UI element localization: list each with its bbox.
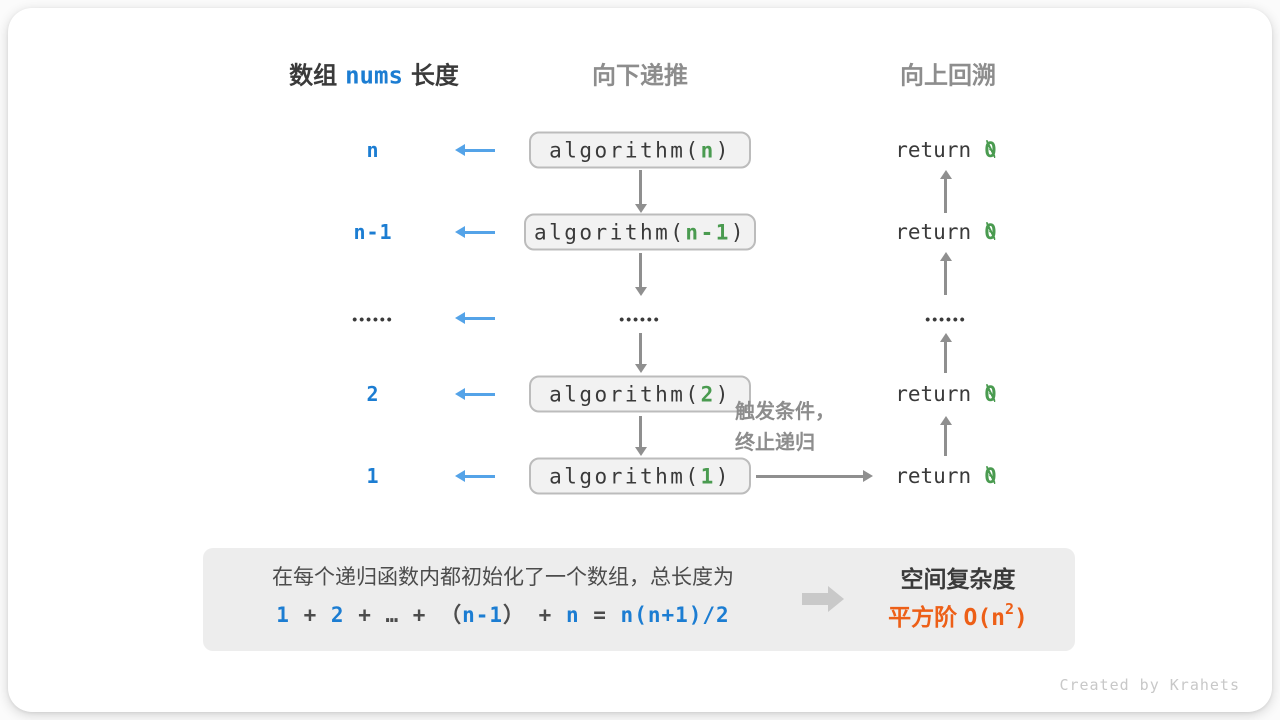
up-arrow-icon bbox=[939, 416, 952, 456]
ellipsis-dots: •••••• bbox=[619, 311, 661, 327]
ellipsis-dots: •••••• bbox=[352, 311, 394, 327]
formula-result: n(n+1)/2 bbox=[620, 603, 730, 627]
return-value: 0 bbox=[984, 220, 997, 244]
fn-param: 2 bbox=[700, 382, 716, 406]
fn-close: ) bbox=[730, 220, 747, 244]
formula-paren: ） bbox=[503, 603, 526, 627]
complexity-value: 平方阶 O(n2) bbox=[808, 598, 1108, 632]
fn-param: n bbox=[700, 138, 716, 162]
left-arrow-icon bbox=[455, 388, 495, 400]
left-arrow-icon bbox=[455, 144, 495, 156]
summary-panel: 在每个递归函数内都初始化了一个数组，总长度为 1 + 2 + … + （n-1）… bbox=[203, 548, 1075, 651]
down-arrow-icon bbox=[634, 416, 647, 456]
down-arrow-icon bbox=[634, 170, 647, 213]
return-value: 0 bbox=[984, 138, 997, 162]
header-recurse-down: 向下递推 bbox=[592, 62, 688, 90]
trigger-note-line1: 触发条件， bbox=[735, 401, 835, 423]
big-o-close: ) bbox=[1014, 605, 1028, 631]
trigger-note: 触发条件， 终止递归 bbox=[735, 397, 835, 459]
ellipsis-dots: •••••• bbox=[925, 311, 967, 327]
credit-label: Created by Krahets bbox=[1059, 676, 1240, 694]
fn-close: ) bbox=[715, 138, 731, 162]
header-backtrack-up: 向上回溯 bbox=[900, 62, 996, 90]
fn-close: ) bbox=[715, 382, 731, 406]
complexity-title: 空间复杂度 bbox=[900, 566, 1016, 592]
formula-op: + bbox=[525, 603, 566, 627]
formula-op: = bbox=[579, 603, 621, 627]
left-arrow-icon bbox=[455, 226, 495, 238]
nums-code-label: nums bbox=[345, 61, 403, 90]
return-statement: return 0 bbox=[895, 138, 997, 162]
left-arrow-icon bbox=[455, 312, 495, 324]
left-arrow-icon bbox=[455, 470, 495, 482]
formula-op: + bbox=[289, 603, 331, 627]
fn-open: algorithm( bbox=[549, 382, 701, 406]
header-array-suffix: 长度 bbox=[410, 62, 459, 90]
fn-param: n-1 bbox=[685, 220, 731, 244]
summary-formula: 1 + 2 + … + （n-1） + n = n(n+1)/2 bbox=[213, 599, 793, 629]
terminate-arrow-icon bbox=[756, 470, 873, 482]
up-arrow-icon bbox=[939, 170, 952, 213]
return-value: 0 bbox=[984, 382, 997, 406]
formula-ellipsis: … bbox=[385, 603, 400, 627]
formula-term: 1 bbox=[276, 603, 290, 627]
complexity-order: 平方阶 bbox=[888, 604, 964, 630]
big-o-exponent: 2 bbox=[1005, 600, 1015, 619]
formula-term: n bbox=[565, 603, 580, 627]
complexity-big-o: O(n2) bbox=[963, 600, 1028, 631]
block-arrow-icon bbox=[802, 586, 844, 612]
return-statement: return 0 bbox=[895, 382, 997, 406]
return-keyword: return bbox=[895, 138, 972, 162]
summary-text: 在每个递归函数内都初始化了一个数组，总长度为 bbox=[272, 566, 734, 589]
return-keyword: return bbox=[895, 220, 972, 244]
fn-open: algorithm( bbox=[549, 138, 701, 162]
formula-op: + bbox=[344, 603, 386, 627]
return-keyword: return bbox=[895, 464, 972, 488]
formula-paren: （ bbox=[440, 603, 463, 627]
header-array-prefix: 数组 bbox=[289, 62, 338, 90]
call-box-n: algorithm(n) bbox=[529, 131, 751, 169]
call-box-2: algorithm(2) bbox=[529, 375, 751, 413]
formula-term: n-1 bbox=[462, 603, 504, 627]
return-statement: return 0 bbox=[895, 220, 997, 244]
length-label-1: 1 bbox=[366, 464, 380, 488]
formula-term: 2 bbox=[330, 603, 345, 627]
call-box-1: algorithm(1) bbox=[529, 457, 751, 495]
formula-op: + bbox=[399, 603, 441, 627]
fn-open: algorithm( bbox=[533, 220, 686, 244]
return-value: 0 bbox=[984, 464, 997, 488]
up-arrow-icon bbox=[939, 252, 952, 295]
call-box-n-1: algorithm(n-1) bbox=[524, 213, 756, 251]
length-label-n-1: n-1 bbox=[353, 220, 393, 244]
return-keyword: return bbox=[895, 382, 972, 406]
fn-close: ) bbox=[715, 464, 731, 488]
down-arrow-icon bbox=[634, 333, 647, 373]
trigger-note-line2: 终止递归 bbox=[735, 432, 815, 454]
length-label-n: n bbox=[366, 138, 380, 162]
return-statement: return 0 bbox=[895, 464, 997, 488]
down-arrow-icon bbox=[634, 253, 647, 296]
length-label-2: 2 bbox=[366, 382, 380, 406]
up-arrow-icon bbox=[939, 333, 952, 373]
fn-param: 1 bbox=[700, 464, 716, 488]
fn-open: algorithm( bbox=[549, 464, 701, 488]
big-o-open: O(n bbox=[963, 605, 1006, 631]
